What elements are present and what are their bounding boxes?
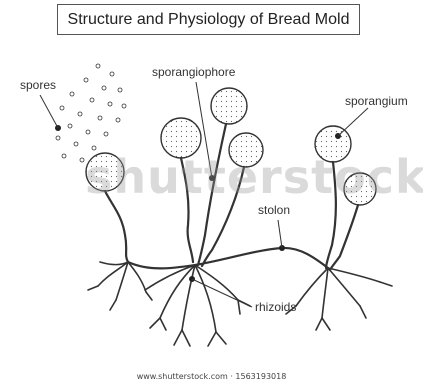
label-sporangiophore: sporangiophore	[152, 65, 235, 79]
label-spores: spores	[20, 78, 56, 92]
footer-url: www.shutterstock.com · 1563193018	[0, 372, 423, 381]
stolon-leader-line	[278, 220, 282, 248]
rhizoids	[88, 262, 392, 346]
spore-cloud	[56, 64, 126, 162]
spores-leader-line	[40, 95, 58, 128]
stolon	[128, 248, 328, 268]
label-sporangium: sporangium	[345, 94, 408, 108]
sporangium-leader-line	[338, 108, 368, 136]
rhizoids-leader-line	[192, 279, 252, 307]
watermark: shutterstock	[85, 150, 423, 204]
label-rhizoids: rhizoids	[255, 300, 296, 314]
label-stolon: stolon	[258, 203, 290, 217]
diagram-title: Structure and Physiology of Bread Mold	[57, 4, 360, 35]
